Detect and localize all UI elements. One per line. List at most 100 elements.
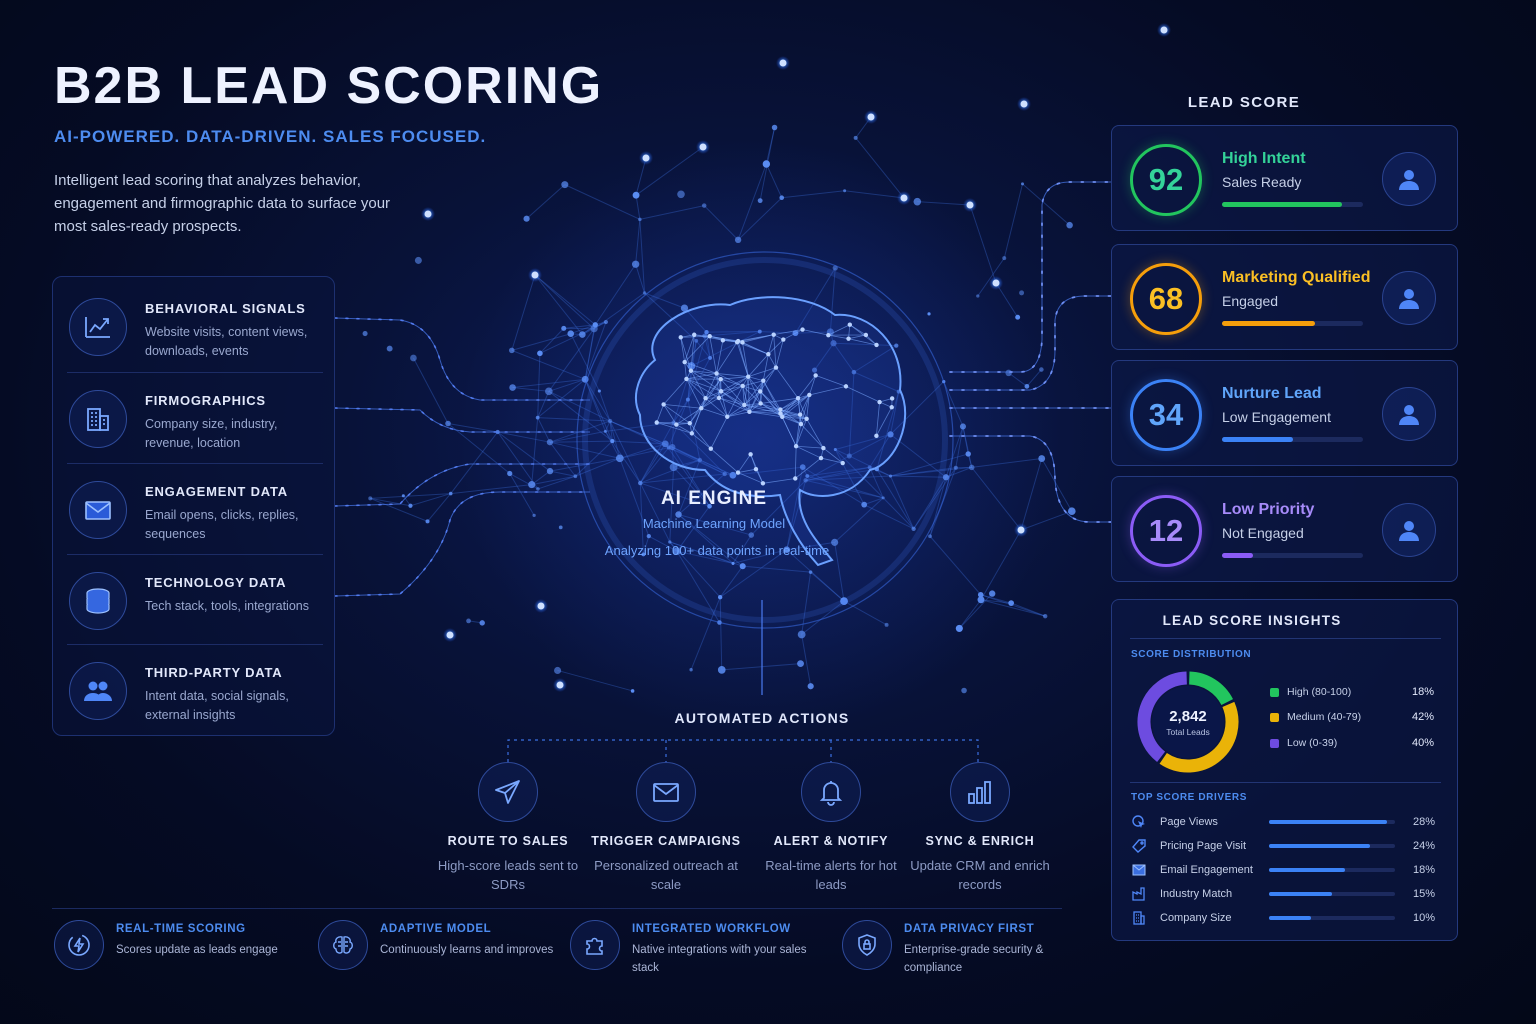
network-node [362,330,368,337]
legend-low: Low (0-39) 40% [1270,737,1440,753]
divider [1130,782,1441,783]
network-link [962,426,969,455]
source-technology-data[interactable]: TECHNOLOGY DATA Tech stack, tools, integ… [67,555,323,646]
network-node [739,563,746,570]
score-value: 92 [1148,162,1184,197]
network-link [980,594,1012,604]
network-node-core [867,113,875,121]
network-link [497,431,539,490]
user-avatar-icon[interactable] [1382,387,1436,441]
source-engagement-data[interactable]: ENGAGEMENT DATA Email opens, clicks, rep… [67,464,323,555]
user-avatar-icon[interactable] [1382,503,1436,557]
network-link [537,391,550,418]
network-node [1024,383,1030,389]
action-route-to-sales[interactable]: ROUTE TO SALES High-score leads sent to … [428,762,588,894]
brain-link [720,390,745,406]
score-card-marketing-qualified[interactable]: 68 Marketing Qualified Engaged [1111,244,1458,350]
feature-text: Native integrations with your sales stac… [632,944,807,974]
network-link [810,571,845,602]
brain-link [806,394,810,419]
network-node [567,330,575,338]
brain-node [847,322,853,327]
brain-link [718,397,750,413]
user-avatar-icon[interactable] [1382,152,1436,206]
brain-link [768,339,784,355]
network-node [803,478,808,483]
network-node [603,429,607,433]
network-link [945,466,972,478]
brain-node [753,466,759,472]
network-link [619,458,650,537]
network-link [534,274,595,330]
network-link [765,127,776,165]
brain-link [684,362,687,379]
brain-node [800,327,805,332]
network-node [368,496,373,501]
brain-node [725,414,730,419]
network-link [531,470,551,486]
brain-link [749,411,781,415]
network-node [1002,256,1007,261]
network-link [732,549,787,564]
feature-integrated-workflow: INTEGRATED WORKFLOW Native integrations … [570,920,830,976]
source-third-party-data[interactable]: THIRD-PARTY DATA Intent data, social sig… [67,645,323,736]
action-trigger-campaigns[interactable]: TRIGGER CAMPAIGNS Personalized outreach … [586,762,746,894]
network-link [497,431,550,443]
brain-link [690,370,717,374]
score-card-nurture-lead[interactable]: 34 Nurture Lead Low Engagement [1111,360,1458,466]
network-link [786,541,835,551]
network-link [805,479,884,499]
network-node [685,397,690,402]
brain-node [688,368,694,373]
driver-label: Page Views [1160,816,1218,828]
network-link [370,497,411,507]
network-link [609,420,621,459]
network-link [829,267,836,333]
driver-bar-fill [1269,916,1311,920]
network-link [834,449,865,505]
brain-node [773,365,779,370]
user-avatar-icon[interactable] [1382,271,1436,325]
brain-link [794,446,797,479]
network-node [833,447,837,452]
feature-title: REAL-TIME SCORING [116,923,246,935]
source-firmographics[interactable]: FIRMOGRAPHICS Company size, industry, re… [67,373,323,464]
network-link [805,466,870,481]
network-node [445,420,451,427]
source-behavioral-signals[interactable]: BEHAVIORAL SIGNALS Website visits, conte… [67,281,323,372]
feature-title: DATA PRIVACY FIRST [904,923,1035,935]
network-link [765,163,783,198]
action-sync-enrich[interactable]: SYNC & ENRICH Update CRM and enrich reco… [900,762,1060,894]
network-link [876,391,900,470]
network-link [1026,369,1042,387]
network-link [609,420,613,442]
network-link [786,467,804,550]
brain-link [716,341,738,374]
brain-node [740,340,745,345]
network-node [805,474,810,478]
feature-text: Continuously learns and improves [380,944,554,956]
network-link [833,342,855,373]
action-alert-notify[interactable]: ALERT & NOTIFY Real-time alerts for hot … [751,762,911,894]
brain-node [760,481,766,486]
brain-node [843,384,849,389]
legend-value: 42% [1411,711,1434,723]
network-node [573,474,578,479]
score-card-low-priority[interactable]: 12 Low Priority Not Engaged [1111,476,1458,582]
brain-link [780,413,801,416]
score-bar-fill [1222,202,1342,207]
network-node [615,454,624,463]
total-leads-value: 2,842 [1169,707,1207,725]
divider [67,644,323,645]
network-link [575,457,620,477]
network-node [642,291,647,295]
network-node-core [779,59,787,67]
network-link [564,184,641,220]
score-card-high-intent[interactable]: 92 High Intent Sales Ready [1111,125,1458,231]
network-link [1003,183,1023,259]
network-link [737,197,783,241]
network-node [546,467,554,475]
brain-link [795,418,808,447]
network-link [673,422,726,475]
